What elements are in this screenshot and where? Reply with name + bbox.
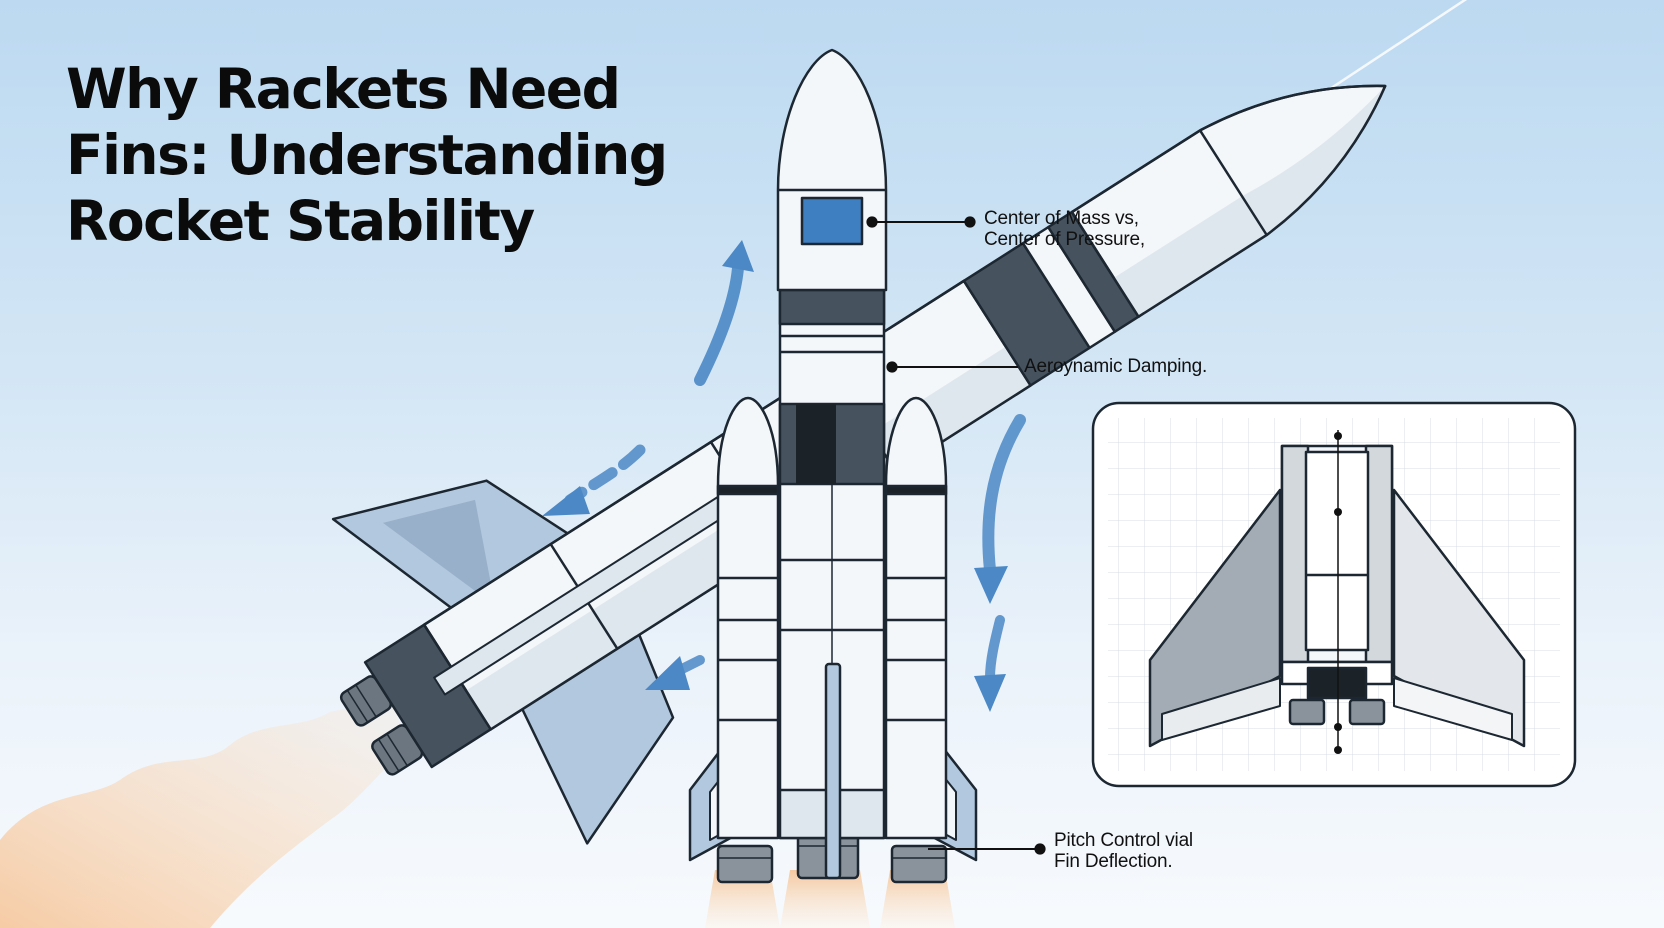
core-nose-cone — [776, 48, 888, 292]
fin-detail-panel — [1091, 401, 1577, 788]
leader-lines — [866, 216, 1046, 855]
engine-flame — [705, 870, 780, 928]
engine-flame — [780, 870, 870, 928]
title-line-3: Rocket Stability — [66, 189, 535, 253]
label-pitch-control: Pitch Control vial Fin Deflection. — [1054, 830, 1193, 872]
dashed-arrow-icon — [985, 615, 1005, 683]
engine-flame — [880, 870, 955, 928]
rotation-arrows — [542, 240, 1026, 712]
curved-arrow-icon — [982, 414, 1026, 576]
label-center-of-mass-line-2: Center of Pressure, — [984, 229, 1145, 250]
diagram-title: Why Rackets Need Fins: Understanding Roc… — [66, 56, 686, 254]
center-rudder — [824, 662, 842, 880]
label-pitch-control-line-2: Fin Deflection. — [1054, 851, 1173, 872]
right-booster — [884, 396, 948, 840]
curved-arrow-icon — [694, 262, 744, 386]
label-pitch-control-line-1: Pitch Control vial — [1054, 830, 1193, 851]
title-line-2: Fins: Understanding — [66, 123, 668, 187]
exhaust-plume-icon — [0, 700, 410, 928]
panel-fin-right — [1392, 488, 1526, 748]
left-booster — [716, 396, 780, 840]
title-line-1: Why Rackets Need — [66, 57, 621, 121]
panel-fin-left — [1148, 488, 1282, 748]
label-center-of-mass-line-1: Center of Mass vs, — [984, 208, 1139, 229]
vertical-rocket — [688, 48, 978, 928]
label-center-of-mass: Center of Mass vs, Center of Pressure, — [984, 208, 1145, 250]
capsule-window — [800, 196, 864, 246]
label-aero-damping: Aeroynamic Damping. — [1024, 356, 1208, 377]
